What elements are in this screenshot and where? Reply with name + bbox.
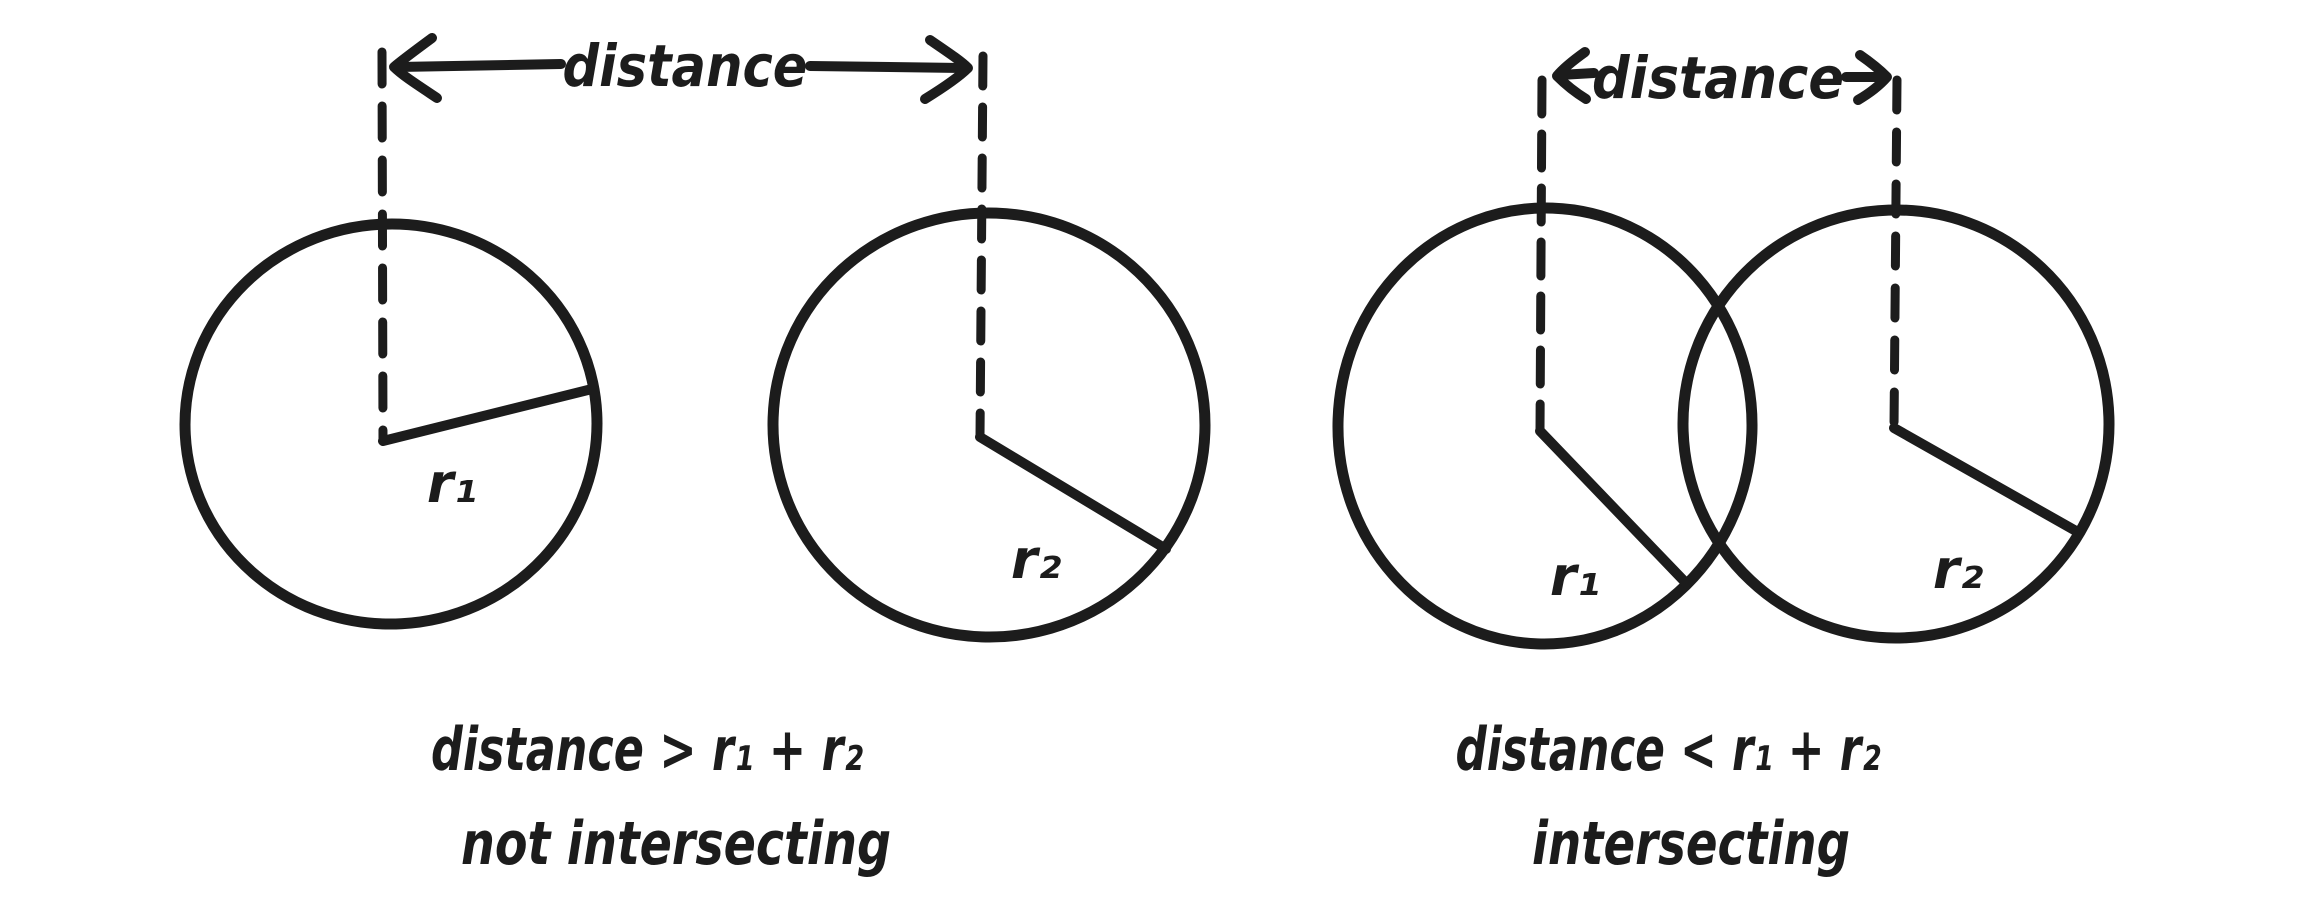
center-line-circle2 bbox=[975, 51, 988, 442]
circle-2 bbox=[767, 207, 1211, 643]
radius-line-r2 bbox=[1889, 423, 2081, 536]
distance-arrow-right-head-icon bbox=[1853, 50, 1892, 105]
center-line-circle4 bbox=[1889, 75, 1902, 433]
distance-arrow-right-shaft bbox=[805, 61, 967, 73]
circle-3 bbox=[1332, 202, 1758, 650]
distance-arrow-left-head-icon bbox=[1552, 47, 1591, 104]
circle-1 bbox=[179, 218, 603, 630]
center-line-circle1 bbox=[377, 47, 388, 446]
radius-label-r2: r₂ bbox=[1011, 528, 1062, 591]
radius-line-r2 bbox=[975, 432, 1171, 554]
caption-condition: distance < r₁ + r₂ bbox=[1456, 715, 1881, 785]
circle-4 bbox=[1677, 204, 2115, 644]
distance-arrow-left-shaft bbox=[1555, 68, 1599, 80]
distance-arrow-right-head-icon bbox=[920, 35, 973, 104]
intersecting-panel: distance r₁ r₂ distance < r₁ + r₂ inters… bbox=[1332, 44, 2115, 879]
radius-line-r1 bbox=[378, 384, 597, 446]
caption-condition: distance > r₁ + r₂ bbox=[431, 715, 863, 785]
not-intersecting-panel: distance r₁ r₂ distance > r₁ + r₂ not in… bbox=[179, 32, 1211, 879]
distance-arrow-left-shaft bbox=[393, 59, 566, 72]
center-line-circle3 bbox=[1535, 75, 1547, 436]
radius-label-r1: r₁ bbox=[1550, 545, 1600, 608]
caption-result: intersecting bbox=[1532, 809, 1850, 879]
distance-arrow-left-head-icon bbox=[389, 33, 442, 103]
distance-label: distance bbox=[563, 32, 808, 100]
radius-label-r2: r₂ bbox=[1933, 538, 1984, 601]
caption-result: not intersecting bbox=[461, 809, 891, 879]
distance-label: distance bbox=[1592, 44, 1844, 112]
radius-line-r1 bbox=[1535, 426, 1691, 588]
radius-label-r1: r₁ bbox=[427, 452, 477, 515]
